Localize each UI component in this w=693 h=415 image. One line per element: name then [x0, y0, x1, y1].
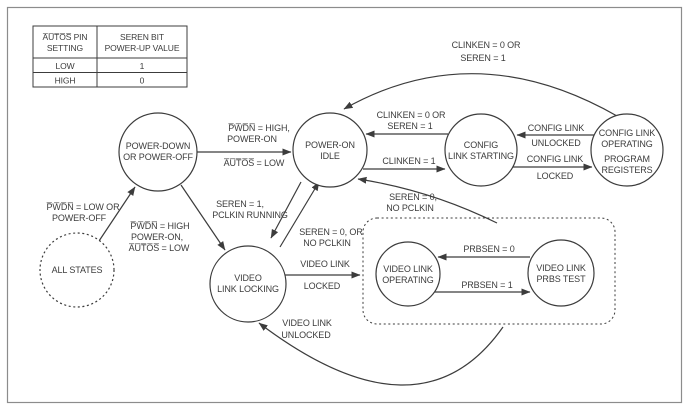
label-pwdn-low-1: P̅W̅D̅N̅ = LOW OR [46, 202, 120, 212]
state-power-on-idle-label-1: POWER-ON [305, 140, 355, 150]
state-config-link-operating-label-2: OPERATING [601, 139, 653, 149]
label-video-locked-2: LOCKED [304, 281, 341, 291]
state-config-link-starting [444, 113, 518, 187]
state-config-link-operating-label-4: REGISTERS [601, 165, 652, 175]
state-config-link-starting-label-1: CONFIG [464, 140, 498, 150]
label-config-unlocked-2: UNLOCKED [531, 138, 581, 148]
label-power-on-idle-1: P̅W̅D̅N̅ = HIGH, [228, 123, 290, 133]
state-power-down-label-1: POWER-DOWN [126, 141, 191, 151]
state-all-states [39, 232, 115, 308]
arrow-video-group-to-idle [357, 176, 498, 224]
transition-labels: P̅W̅D̅N̅ = LOW OR POWER-OFF P̅W̅D̅N̅ = H… [46, 40, 584, 340]
state-video-link-operating-label-2: OPERATING [382, 275, 434, 285]
label-clinken0-top-1: CLINKEN = 0 OR [452, 40, 521, 50]
table-header-seren-line1: SEREN BIT [120, 32, 164, 42]
autos-seren-table: A̅U̅T̅O̅S̅ PIN SETTING SEREN BIT POWER-U… [32, 25, 188, 88]
label-power-on-locking-3: A̅U̅T̅O̅S̅ = LOW [129, 243, 190, 253]
label-prbsen1: PRBSEN = 1 [461, 280, 512, 290]
arrow-power-down-to-locking [180, 184, 226, 251]
figure-border [6, 6, 683, 404]
state-video-link-operating-label-1: VIDEO LINK [383, 264, 433, 274]
state-video-link-prbs-test [527, 239, 595, 307]
state-video-link-locking-label-2: LINK LOCKING [217, 284, 279, 294]
state-config-link-operating-label-3: PROGRAM [604, 154, 650, 164]
arrow-all-states-to-power-down [98, 186, 136, 242]
label-seren0-no-pclkin-2: NO PCLKIN [386, 203, 434, 213]
state-all-states-label: ALL STATES [52, 265, 103, 275]
label-power-on-locking-2: POWER-ON, [131, 232, 183, 242]
state-video-link-prbs-test-label-1: VIDEO LINK [536, 263, 586, 273]
label-seren0-no-pclkin-1: SEREN = 0, [389, 192, 437, 202]
label-config-locked-2: LOCKED [537, 171, 574, 181]
arrow-idle-to-locking [270, 181, 302, 239]
table-cell-low: LOW [55, 61, 74, 71]
table-header-autos-line2: SETTING [47, 43, 83, 53]
label-seren1-pclkin-1: SEREN = 1, [216, 199, 264, 209]
state-power-on-idle-label-2: IDLE [320, 151, 340, 161]
label-config-unlocked-1: CONFIG LINK [528, 123, 585, 133]
state-config-link-operating-label-1: CONFIG LINK [599, 128, 656, 138]
label-video-unlocked-2: UNLOCKED [281, 330, 331, 340]
state-video-link-prbs-test-label-2: PRBS TEST [537, 274, 587, 284]
label-prbsen0: PRBSEN = 0 [463, 244, 514, 254]
table-cell-high: HIGH [55, 76, 76, 86]
state-power-on-idle [292, 112, 368, 188]
label-pwdn-low-2: POWER-OFF [52, 213, 107, 223]
label-clinken0-top-2: SEREN = 1 [460, 53, 505, 63]
table-outline [32, 25, 188, 88]
label-video-unlocked-1: VIDEO LINK [282, 318, 332, 328]
state-config-link-operating [590, 113, 664, 187]
state-power-down-label-2: OR POWER-OFF [123, 152, 193, 162]
label-video-locked-1: VIDEO LINK [300, 259, 350, 269]
label-config-locked-1: CONFIG LINK [527, 154, 584, 164]
state-video-link-locking-label-1: VIDEO [234, 273, 262, 283]
label-power-on-locking-1: P̅W̅D̅N̅ = HIGH [130, 221, 189, 231]
label-seren0-or-1: SEREN = 0, OR [299, 227, 363, 237]
state-video-link-locking [209, 245, 287, 323]
table-cell-high-value: 0 [140, 76, 145, 86]
state-video-link-operating [375, 241, 441, 307]
arrow-locking-to-idle [279, 181, 320, 248]
label-power-on-idle-2: POWER-ON [227, 134, 277, 144]
table-header-seren-line2: POWER-UP VALUE [105, 43, 180, 53]
label-clinken0-mid-1: CLINKEN = 0 OR [377, 110, 446, 120]
label-clinken0-mid-2: SEREN = 1 [387, 121, 432, 131]
arrow-config-operating-to-idle-top [343, 73, 618, 117]
label-seren0-or-2: NO PCLKIN [303, 238, 351, 248]
label-seren1-pclkin-2: PCLKIN RUNNING [212, 210, 288, 220]
arrow-video-group-to-locking-bottom [258, 322, 504, 386]
label-clinken1: CLINKEN = 1 [382, 156, 435, 166]
label-power-on-idle-3: A̅U̅T̅O̅S̅ = LOW [224, 158, 285, 168]
state-power-down [118, 112, 198, 192]
video-link-group-box [362, 217, 616, 325]
table-header-autos-line1: A̅U̅T̅O̅S̅ PIN [42, 32, 87, 42]
table-cell-low-value: 1 [140, 61, 145, 71]
state-config-link-starting-label-2: LINK STARTING [448, 151, 514, 161]
states: ALL STATES POWER-DOWN OR POWER-OFF POWER… [39, 112, 664, 323]
transition-arrows [98, 73, 618, 386]
